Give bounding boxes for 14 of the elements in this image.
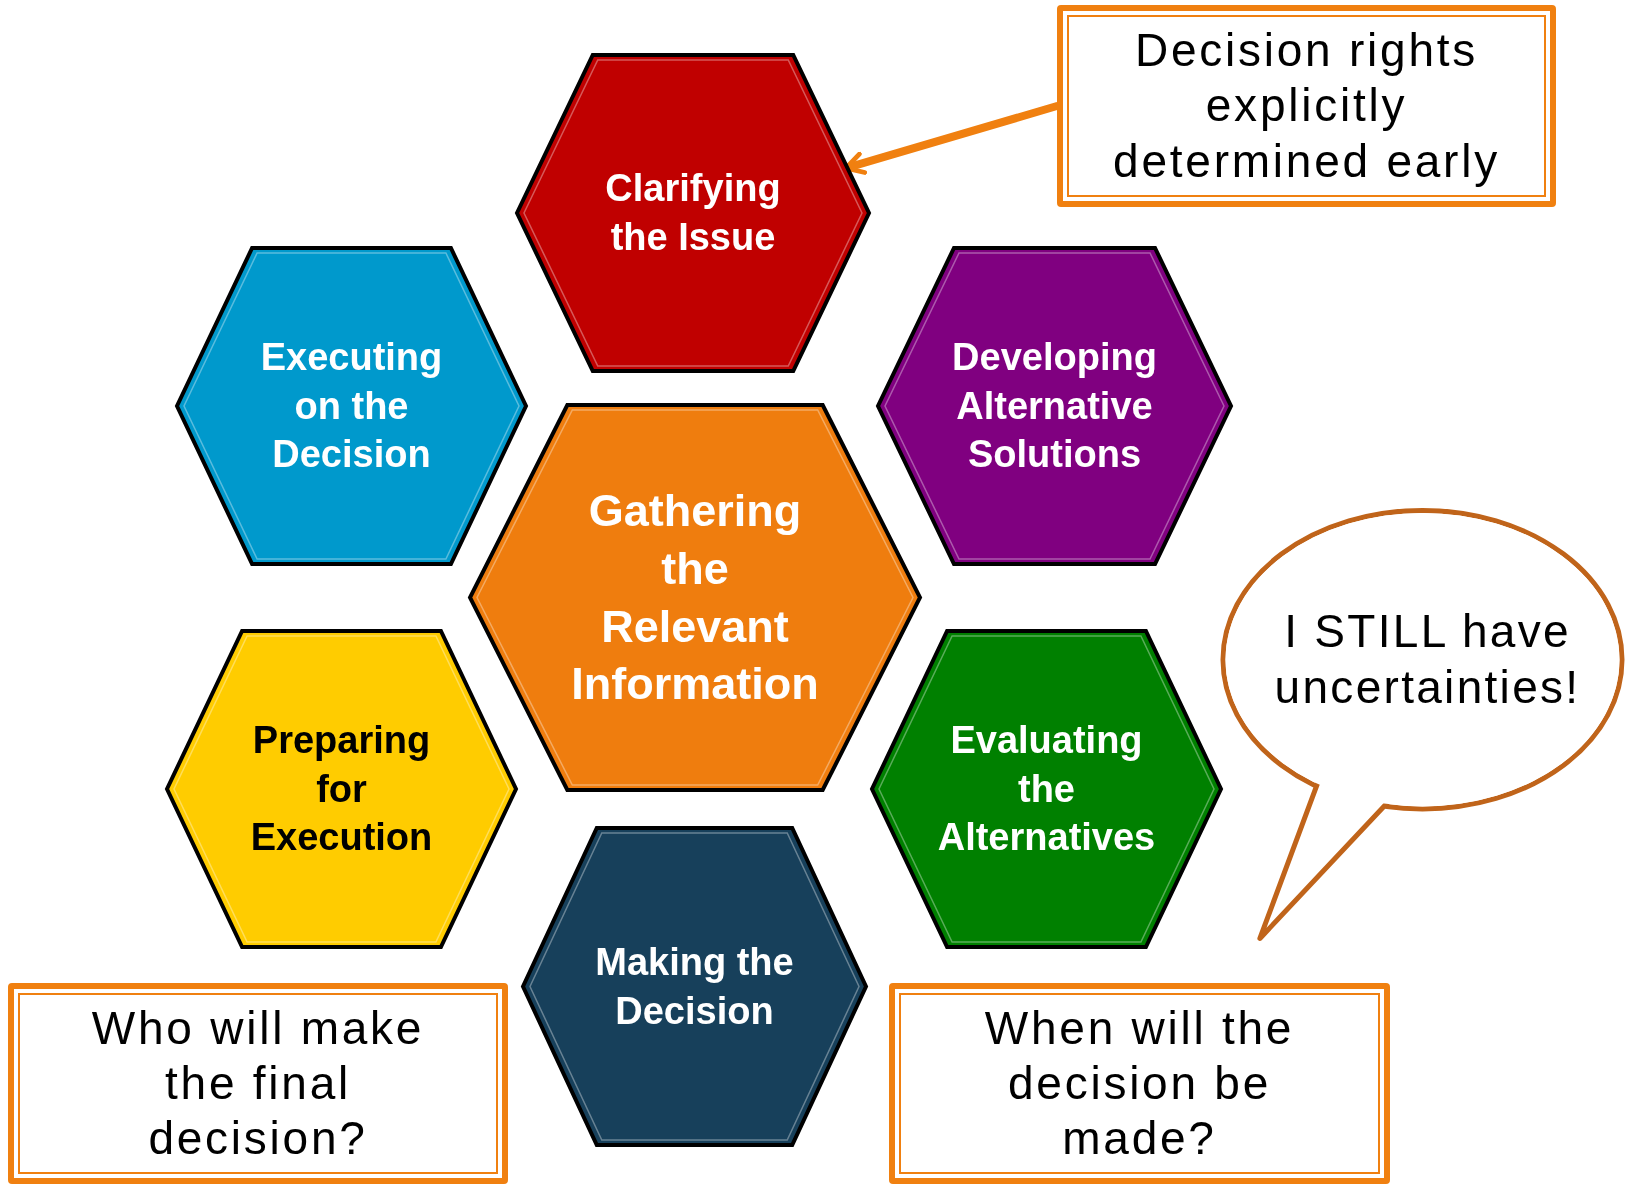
note-text: Decision rights explicitly determined early <box>1112 23 1501 189</box>
note-text: When will the decision be made? <box>983 1000 1296 1167</box>
step-label: Making the Decision <box>594 939 795 1034</box>
step-label: Preparing for Execution <box>249 718 434 861</box>
callout-box <box>889 983 1390 1184</box>
step-label: Executing on the Decision <box>259 335 444 478</box>
step-label: Evaluating the Alternatives <box>936 718 1157 861</box>
speech-text: I STILL have uncertainties! <box>1273 604 1582 715</box>
note-text: Who will make the final decision? <box>90 1000 426 1167</box>
step-label: Developing Alternative Solutions <box>951 335 1158 478</box>
step-label: Clarifying the Issue <box>604 166 782 260</box>
callout-box <box>8 983 508 1184</box>
callout-box <box>1057 5 1556 207</box>
step-label: Gathering the Relevant Information <box>570 484 820 712</box>
